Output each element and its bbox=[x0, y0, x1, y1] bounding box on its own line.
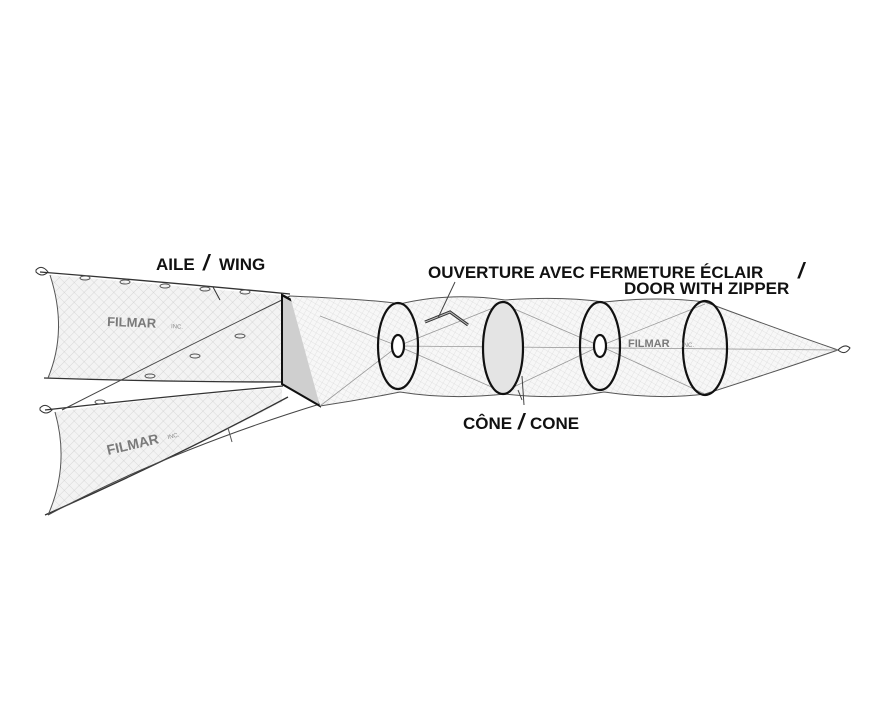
zipper-door-icon bbox=[424, 310, 469, 327]
hoop-4 bbox=[681, 299, 729, 397]
label-door-fr: OUVERTURE AVEC FERMETURE ÉCLAIR bbox=[428, 263, 763, 282]
brand-name: FILMAR bbox=[107, 314, 157, 331]
label-cone: CÔNE / CONE bbox=[463, 409, 579, 434]
label-wing: AILE / WING bbox=[156, 250, 265, 275]
brand-suffix: INC. bbox=[171, 324, 184, 330]
brand-name: FILMAR bbox=[628, 338, 670, 350]
brand-suffix: INC. bbox=[167, 432, 180, 441]
brand-upper: FILMAR INC. bbox=[107, 314, 184, 331]
label-wing-en: WING bbox=[219, 255, 265, 274]
label-door: OUVERTURE AVEC FERMETURE ÉCLAIR / DOOR W… bbox=[428, 258, 807, 298]
label-wing-fr: AILE bbox=[156, 255, 195, 274]
hoop-2 bbox=[481, 300, 525, 396]
hoop-1 bbox=[376, 301, 420, 391]
label-cone-en: CONE bbox=[530, 414, 579, 433]
label-slash: / bbox=[202, 250, 212, 275]
leader-lines bbox=[437, 281, 525, 406]
label-slash: / bbox=[517, 409, 527, 434]
brand-body: FILMAR INC. bbox=[628, 338, 694, 350]
net-body bbox=[289, 295, 851, 407]
upper-wing bbox=[35, 266, 291, 383]
hoop-3 bbox=[578, 300, 622, 392]
label-cone-fr: CÔNE bbox=[463, 414, 512, 433]
float-line bbox=[79, 275, 251, 295]
label-door-en: DOOR WITH ZIPPER bbox=[624, 279, 789, 298]
brand-suffix: INC. bbox=[682, 343, 694, 349]
label-slash: / bbox=[797, 258, 807, 283]
lower-wing bbox=[39, 295, 321, 516]
